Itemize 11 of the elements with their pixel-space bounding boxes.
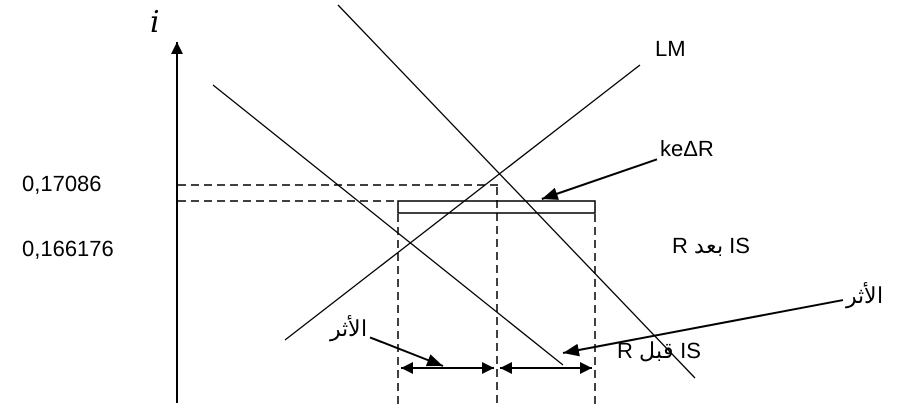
leader-arrow [562,299,844,356]
leader-arrow [541,158,658,200]
curve-label: LM [655,38,686,60]
curve-label: R بعد IS [672,235,750,257]
annotation-text: keΔR [660,138,714,160]
axis-value: 0,166176 [22,238,114,260]
leader-arrow [370,336,444,367]
curve-label: R قبل IS [617,340,701,362]
axis-value: 0,17086 [22,173,102,195]
axis-label: 𝑖 [150,8,160,38]
bar-shape [397,200,596,214]
